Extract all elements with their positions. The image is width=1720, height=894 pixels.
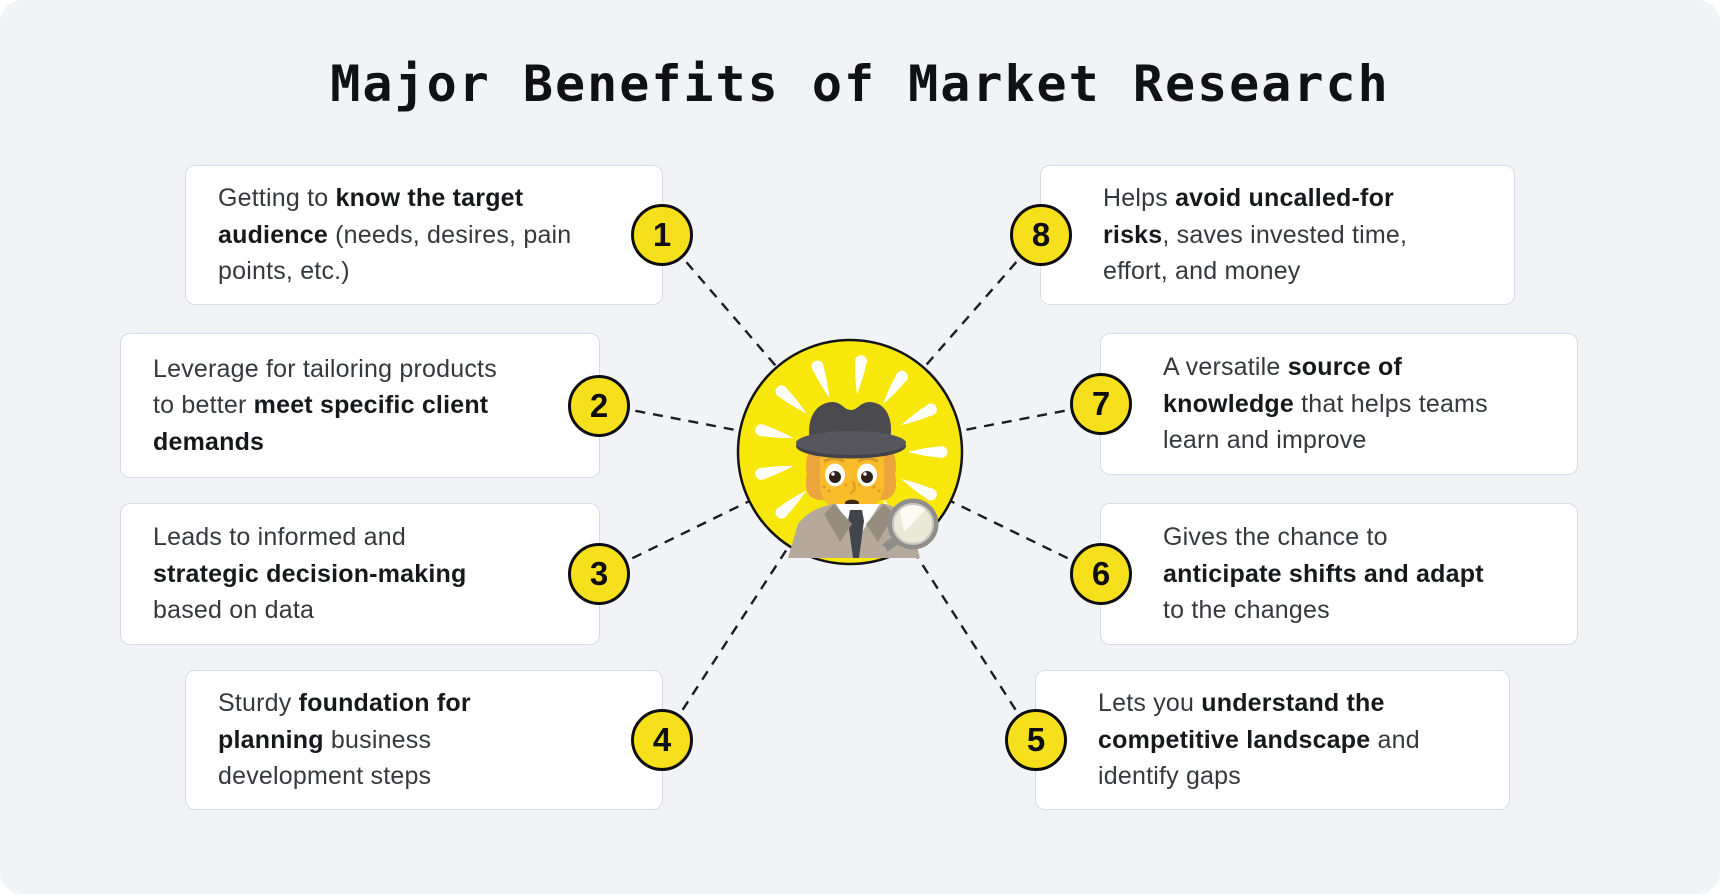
benefit-number-6: 6 <box>1091 555 1111 592</box>
benefit-number-badge-2: 2 <box>568 374 630 437</box>
left-lapel <box>824 504 852 542</box>
magnifier-glare <box>900 504 926 532</box>
right-pupil <box>861 471 873 483</box>
benefit-number-5: 5 <box>1026 721 1046 758</box>
benefit-number-badge-6: 6 <box>1070 543 1132 605</box>
connector-line-2 <box>599 402 851 454</box>
connector-line-7 <box>849 402 1101 454</box>
benefit-number-2: 2 <box>589 386 609 424</box>
benefit-number-3: 3 <box>589 555 609 592</box>
hat-crown <box>809 402 892 441</box>
connector-line-5 <box>848 451 1037 741</box>
benefit-number-badge-8: 8 <box>1010 204 1072 266</box>
infographic-title: Major Benefits of Market Research <box>330 55 1390 113</box>
benefit-number-badge-4: 4 <box>631 709 693 771</box>
detective-hand <box>863 543 887 558</box>
tie <box>848 510 864 558</box>
benefit-number-8: 8 <box>1031 216 1051 253</box>
benefit-number-badge-3: 3 <box>568 543 630 605</box>
benefit-number-7: 7 <box>1091 385 1111 422</box>
right-eye-glint <box>863 472 867 476</box>
benefit-number-4: 4 <box>652 721 672 758</box>
detective-emoji <box>788 402 939 558</box>
benefit-number-badge-7: 7 <box>1070 373 1132 435</box>
nose <box>849 480 856 495</box>
benefit-number-1: 1 <box>652 216 672 253</box>
left-pupil <box>829 471 841 483</box>
left-eye-glint <box>831 472 835 476</box>
left-eyebrow <box>823 457 845 463</box>
connector-line-4 <box>661 451 852 741</box>
benefit-number-badge-5: 5 <box>1005 709 1067 771</box>
hat-brim <box>796 431 906 455</box>
right-eyebrow <box>857 457 879 463</box>
right-lapel <box>866 504 894 542</box>
freckles <box>822 483 881 493</box>
benefit-number-badge-1: 1 <box>631 204 693 266</box>
magnifier-inner-rim <box>892 503 934 545</box>
